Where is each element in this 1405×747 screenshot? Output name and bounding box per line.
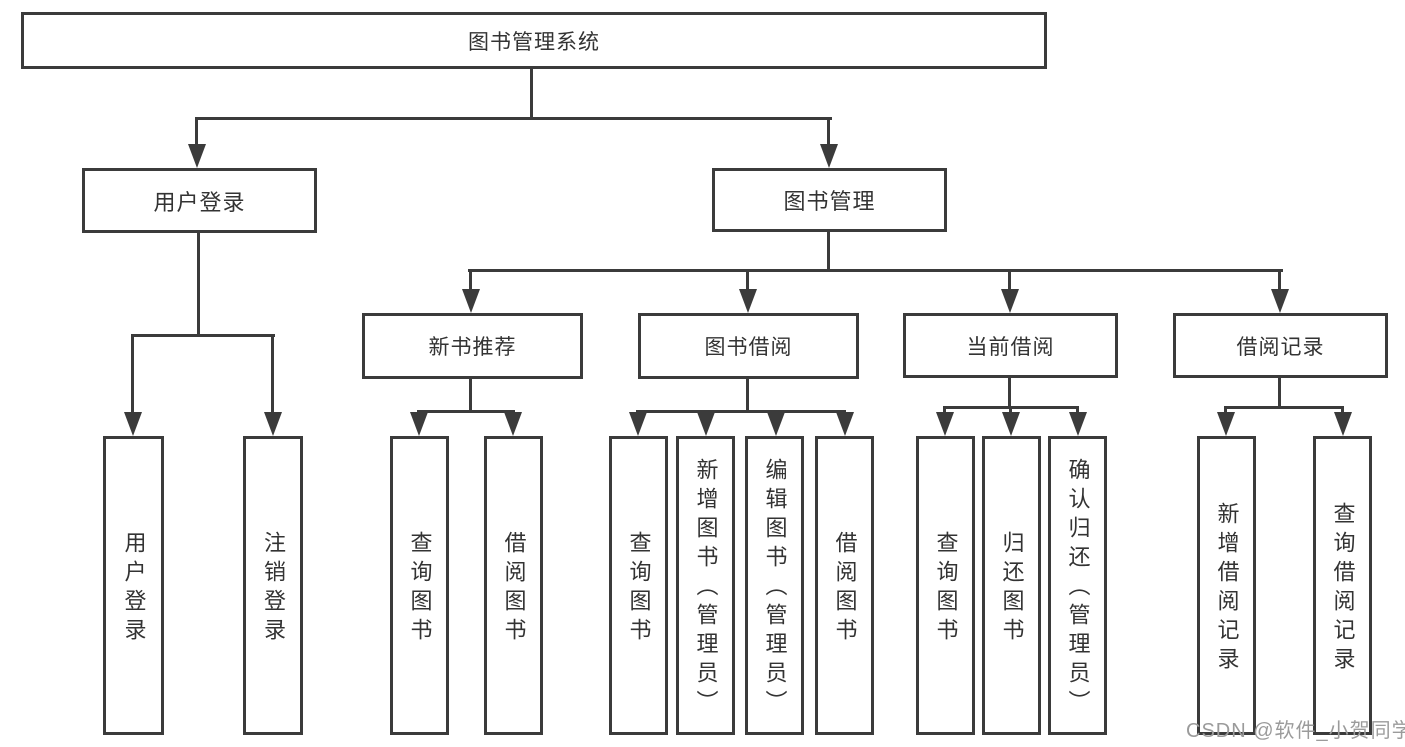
arrowhead <box>1334 412 1352 436</box>
arrowhead <box>124 412 142 436</box>
leaf-query-books-current-label: 查询图书 <box>933 530 959 647</box>
connector-shaft <box>195 117 198 150</box>
connector-user-login-stem <box>197 233 200 337</box>
leaf-query-books-recommend-label: 查询图书 <box>407 530 433 647</box>
arrowhead <box>767 412 785 436</box>
connector-root-rail <box>196 117 832 120</box>
node-user-login-label: 用户登录 <box>153 189 246 215</box>
connector-book-mgmt-rail <box>468 269 1283 272</box>
arrowhead <box>1271 289 1289 313</box>
connector-borrow-rail <box>636 410 846 413</box>
arrowhead <box>1069 412 1087 436</box>
node-book-borrowing: 图书借阅 <box>638 313 859 379</box>
leaf-user-login-label: 用户登录 <box>121 530 147 647</box>
connector-records-rail <box>1224 406 1344 409</box>
leaf-user-login: 用户登录 <box>103 436 164 735</box>
arrowhead <box>936 412 954 436</box>
node-borrowing-records-label: 借阅记录 <box>1236 335 1325 359</box>
leaf-add-books-admin: 新增图书（管理员） <box>676 436 735 735</box>
connector-current-stem <box>1008 378 1011 409</box>
node-book-borrowing-label: 图书借阅 <box>704 336 793 359</box>
arrowhead <box>1001 289 1019 313</box>
leaf-borrow-books-recommend: 借阅图书 <box>484 436 543 735</box>
leaf-add-borrow-record: 新增借阅记录 <box>1197 436 1256 735</box>
connector-shaft <box>746 269 749 295</box>
leaf-return-books: 归还图书 <box>982 436 1041 735</box>
node-new-book-recommendation-label: 新书推荐 <box>428 336 517 359</box>
arrowhead <box>264 412 282 436</box>
arrowhead <box>836 412 854 436</box>
node-new-book-recommendation: 新书推荐 <box>362 313 583 379</box>
connector-new-rec-stem <box>469 379 472 413</box>
node-current-borrowing-label: 当前借阅 <box>966 335 1055 359</box>
leaf-confirm-return-admin-label: 确认归还（管理员） <box>1065 458 1091 719</box>
node-book-management-label: 图书管理 <box>783 189 876 214</box>
leaf-add-books-admin-label: 新增图书（管理员） <box>693 458 719 719</box>
leaf-confirm-return-admin: 确认归还（管理员） <box>1048 436 1107 735</box>
node-library-system: 图书管理系统 <box>21 12 1047 69</box>
arrowhead <box>629 412 647 436</box>
leaf-borrow-books: 借阅图书 <box>815 436 874 735</box>
leaf-query-borrow-record-label: 查询借阅记录 <box>1330 501 1356 676</box>
leaf-return-books-label: 归还图书 <box>999 530 1025 647</box>
connector-shaft <box>271 334 274 420</box>
connector-root-stem <box>530 68 533 119</box>
connector-shaft <box>131 334 134 420</box>
arrowhead <box>410 412 428 436</box>
node-current-borrowing: 当前借阅 <box>903 313 1118 378</box>
connector-new-rec-rail <box>417 410 515 413</box>
node-user-login: 用户登录 <box>82 168 317 233</box>
leaf-query-books-current: 查询图书 <box>916 436 975 735</box>
connector-user-login-rail <box>131 334 275 337</box>
arrowhead <box>462 289 480 313</box>
node-library-system-label: 图书管理系统 <box>468 30 600 54</box>
leaf-query-borrow-record: 查询借阅记录 <box>1313 436 1372 735</box>
leaf-add-borrow-record-label: 新增借阅记录 <box>1214 501 1240 676</box>
connector-borrow-stem <box>746 379 749 413</box>
leaf-edit-books-admin-label: 编辑图书（管理员） <box>762 458 788 719</box>
arrowhead <box>697 412 715 436</box>
node-borrowing-records: 借阅记录 <box>1173 313 1388 378</box>
arrowhead <box>739 289 757 313</box>
connector-shaft <box>1278 269 1281 295</box>
watermark-text: CSDN @软件_小贺同学 <box>1186 720 1405 742</box>
leaf-borrow-books-label: 借阅图书 <box>832 530 858 647</box>
arrowhead <box>1002 412 1020 436</box>
arrowhead <box>820 144 838 168</box>
leaf-query-books-recommend: 查询图书 <box>390 436 449 735</box>
leaf-edit-books-admin: 编辑图书（管理员） <box>745 436 804 735</box>
connector-shaft <box>1008 269 1011 295</box>
leaf-logout: 注销登录 <box>243 436 303 735</box>
arrowhead <box>188 144 206 168</box>
arrowhead <box>504 412 522 436</box>
arrowhead <box>1217 412 1235 436</box>
connector-shaft <box>827 117 830 150</box>
connector-records-stem <box>1278 378 1281 409</box>
leaf-borrow-books-recommend-label: 借阅图书 <box>501 530 527 647</box>
leaf-query-books-borrow: 查询图书 <box>609 436 668 735</box>
connector-shaft <box>469 269 472 295</box>
leaf-logout-label: 注销登录 <box>261 530 286 647</box>
connector-book-mgmt-stem <box>827 232 830 272</box>
leaf-query-books-borrow-label: 查询图书 <box>626 530 652 647</box>
node-book-management: 图书管理 <box>712 168 947 232</box>
